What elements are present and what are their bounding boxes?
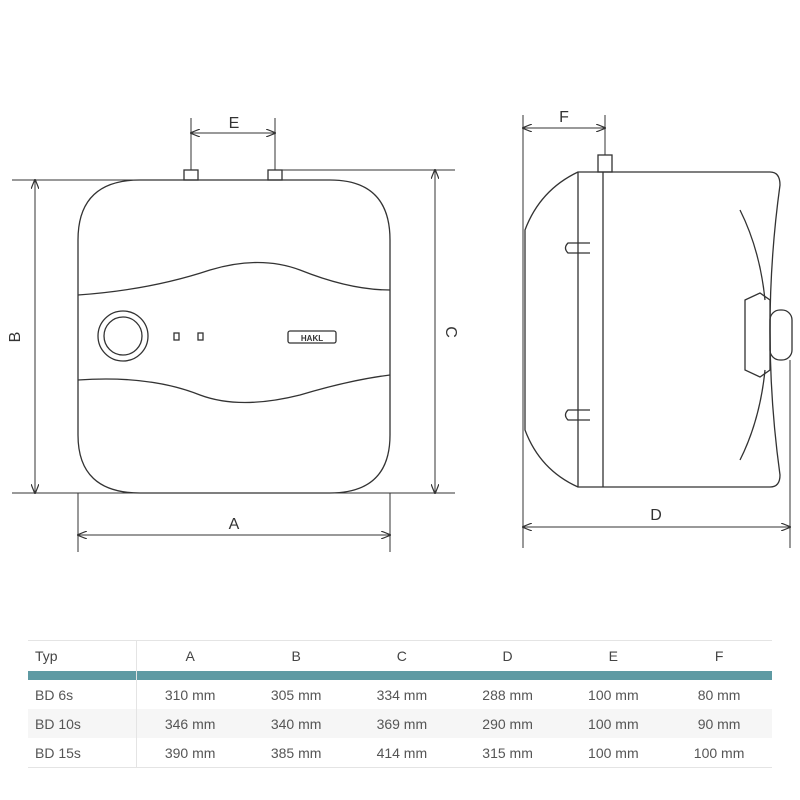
hakl-logo [287, 330, 337, 344]
table-row: BD 10s 346 mm 340 mm 369 mm 290 mm 100 m… [28, 709, 772, 738]
side-view [524, 154, 793, 488]
header-a: A [185, 648, 195, 664]
cell: 100 mm [693, 744, 745, 761]
cell: 346 mm [136, 709, 244, 738]
cell: 310 mm [164, 686, 216, 703]
cell: 80 mm [697, 686, 741, 703]
cell: 90 mm [666, 709, 772, 738]
header-c: C [396, 648, 407, 664]
water-heater-diagram: HAKL [7, 109, 793, 552]
cell: 315 mm [482, 744, 533, 761]
cell: 100 mm [588, 744, 639, 761]
logo-text: HAKL [301, 334, 323, 343]
cell: 290 mm [454, 709, 561, 738]
cell: BD 6s [28, 680, 137, 709]
cell: 100 mm [560, 709, 667, 738]
cell: 369 mm [348, 709, 455, 738]
accent-bar [28, 671, 772, 680]
header-e: E [608, 648, 618, 664]
header-f: F [714, 648, 724, 664]
cell: 305 mm [270, 686, 322, 703]
cell: 385 mm [270, 744, 322, 761]
header-b: B [291, 648, 301, 664]
dim-label-c: C [442, 326, 459, 338]
cell: 390 mm [164, 744, 216, 761]
dim-label-b: B [7, 332, 24, 343]
control-knob [97, 310, 149, 362]
dim-label-d: D [650, 507, 662, 524]
dim-label-a: A [229, 516, 240, 533]
table-row: BD 15s 390 mm 385 mm 414 mm 315 mm 100 m… [28, 738, 772, 768]
header-typ: Typ [28, 640, 137, 671]
cell: BD 10s [28, 709, 137, 738]
header-d: D [502, 648, 513, 664]
dim-label-e: E [229, 115, 240, 132]
cell: 340 mm [243, 709, 349, 738]
dim-label-f: F [559, 109, 569, 126]
cell: 414 mm [376, 744, 428, 761]
table-row: BD 6s 310 mm 305 mm 334 mm 288 mm 100 mm… [28, 680, 772, 709]
dimensions-table: Typ A B C D E F BD 6s 310 mm 305 mm 334 … [28, 640, 772, 768]
table-header: Typ A B C D E F [28, 640, 772, 671]
cell: 288 mm [482, 686, 533, 703]
cell: BD 15s [28, 738, 137, 768]
cell: 334 mm [376, 686, 428, 703]
front-view: HAKL [77, 169, 391, 494]
cell: 100 mm [588, 686, 639, 703]
